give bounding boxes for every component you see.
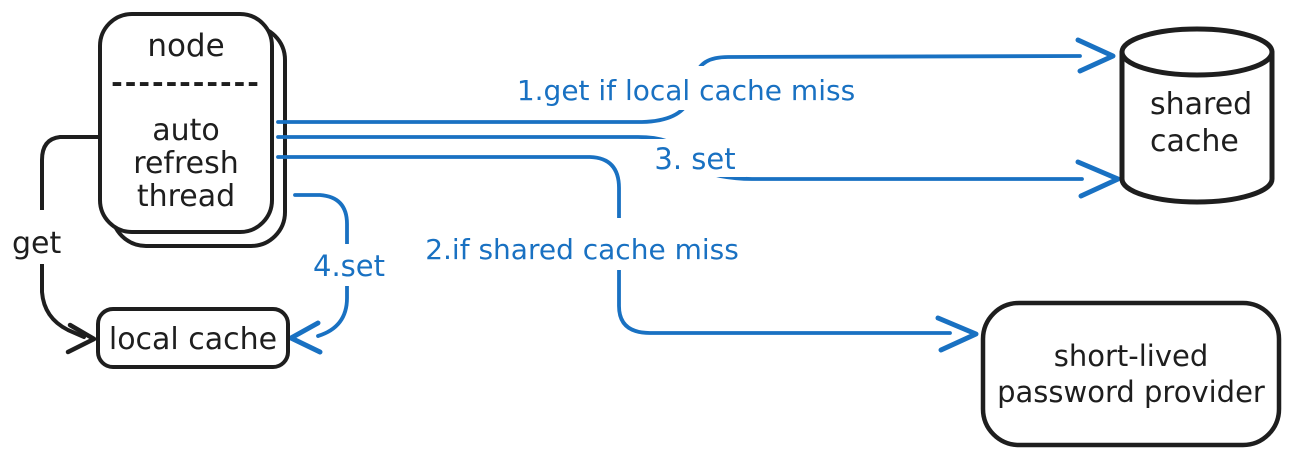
local-cache-label: local cache (109, 322, 277, 357)
node-divider: ----------- (111, 66, 261, 99)
arrow-step4-head-icon (288, 320, 323, 355)
shared-cache-cylinder (1119, 26, 1275, 205)
arrow-step3-head-icon (1075, 159, 1121, 199)
step1-label: 1.get if local cache miss (517, 74, 855, 107)
password-provider-label-line1: short-lived (1054, 339, 1209, 373)
arrow-step1-head-icon (1075, 37, 1116, 74)
node-box-front-card (98, 12, 274, 234)
shared-cache-cylinder-body (1119, 49, 1275, 205)
node-line-thread: thread (137, 179, 235, 214)
shared-cache-label-line1: shared (1150, 87, 1252, 122)
get-arrowhead-icon (65, 322, 97, 355)
arrow-step2-head-icon (935, 315, 979, 353)
node-box (98, 12, 287, 248)
step2-label: 2.if shared cache miss (425, 233, 739, 266)
password-provider-box (980, 300, 1282, 448)
get-label: get (12, 226, 62, 261)
local-cache-box (96, 307, 290, 369)
step3-label-bg (642, 139, 746, 177)
step2-label-bg (448, 218, 716, 270)
node-line-refresh: refresh (133, 146, 238, 181)
get-label-bg (6, 210, 70, 264)
arrow-step4-path (293, 193, 349, 338)
step3-label: 3. set (654, 142, 735, 176)
node-title: node (147, 28, 224, 64)
node-line-auto: auto (152, 113, 220, 148)
shared-cache-label-line2: cache (1150, 124, 1239, 159)
shared-cache-cylinder-top (1119, 26, 1275, 78)
step4-label-bg (306, 244, 394, 286)
step1-label-bg (512, 66, 860, 110)
password-provider-label-line2: password provider (997, 375, 1265, 409)
step4-label: 4.set (313, 249, 385, 283)
